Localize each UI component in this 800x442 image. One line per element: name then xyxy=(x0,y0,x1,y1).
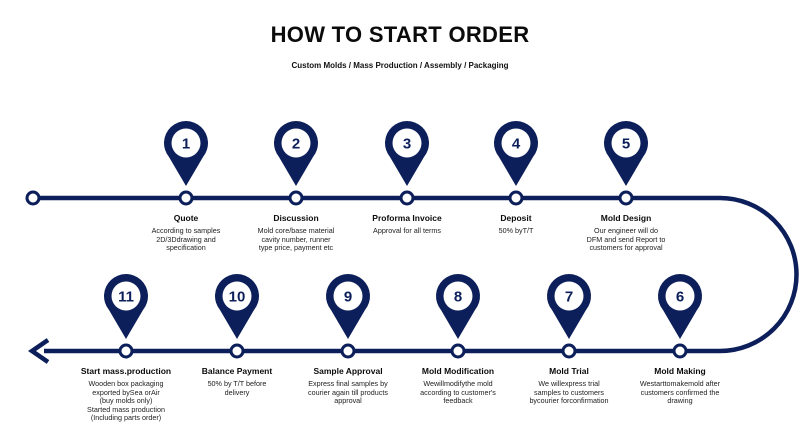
pin-inner-circle xyxy=(333,281,363,311)
step-10-description: 50% by T/T before delivery xyxy=(207,379,267,397)
timeline-arrow-head xyxy=(28,338,50,364)
step-3-marker: 3 xyxy=(385,121,429,206)
page-title: HOW TO START ORDER xyxy=(270,22,530,47)
step-node xyxy=(288,190,304,206)
pin-inner-circle xyxy=(222,281,252,311)
pin-inner-circle xyxy=(171,128,201,158)
step-5-marker: 5 xyxy=(604,121,649,206)
step-node xyxy=(672,343,688,359)
step-4-description: 50% byT/T xyxy=(498,226,534,235)
step-number: 5 xyxy=(622,136,630,153)
step-node xyxy=(178,190,194,206)
step-10-marker: 10 xyxy=(215,274,259,359)
step-3-title: Proforma Invoice xyxy=(372,213,442,223)
step-node xyxy=(618,190,634,206)
pin-inner-circle xyxy=(111,281,141,311)
step-node xyxy=(561,343,577,359)
step-7-title: Mold Trial xyxy=(549,366,589,376)
step-number: 11 xyxy=(118,289,134,306)
step-9-title: Sample Approval xyxy=(313,366,383,376)
step-9-description: Express final samples by courier again t… xyxy=(308,379,388,406)
step-6-title: Mold Making xyxy=(654,366,706,376)
step-2-title: Discussion xyxy=(273,213,319,223)
pin-inner-circle xyxy=(392,128,422,158)
pin-inner-circle xyxy=(281,128,311,158)
step-number: 2 xyxy=(292,136,300,153)
step-6-marker: 6 xyxy=(658,274,702,359)
step-number: 1 xyxy=(182,136,190,153)
step-node xyxy=(399,190,415,206)
step-node xyxy=(118,343,134,359)
step-number: 4 xyxy=(512,136,521,153)
step-1-marker: 1 xyxy=(164,121,208,206)
step-7-description: We willexpress trial samples to customer… xyxy=(529,379,609,406)
timeline-track-top xyxy=(39,195,799,354)
step-4-title: Deposit xyxy=(500,213,532,223)
step-node xyxy=(340,343,356,359)
step-10-title: Balance Payment xyxy=(201,366,273,376)
pin-inner-circle xyxy=(554,281,584,311)
step-2-description: Mold core/base material cavity number, r… xyxy=(257,226,335,253)
pin-inner-circle xyxy=(501,128,531,158)
timeline-start-node xyxy=(25,190,41,206)
step-number: 6 xyxy=(676,289,684,306)
step-7-marker: 7 xyxy=(547,274,591,359)
step-9-marker: 9 xyxy=(326,274,370,359)
step-number: 3 xyxy=(403,136,411,153)
pin-inner-circle xyxy=(443,281,473,311)
step-5-description: Our engineer will do DFM and send Report… xyxy=(586,226,666,253)
step-4-marker: 4 xyxy=(494,121,538,206)
step-6-description: Westarttomakemold after customers confir… xyxy=(639,379,721,406)
step-5-title: Mold Design xyxy=(600,213,652,223)
step-number: 9 xyxy=(344,289,352,306)
step-node xyxy=(229,343,245,359)
step-node xyxy=(508,190,524,206)
step-node xyxy=(450,343,466,359)
step-11-title: Start mass.production xyxy=(80,366,172,376)
step-8-title: Mold Modification xyxy=(421,366,495,376)
step-1-description: According to samples 2D/3Ddrawing and sp… xyxy=(151,226,221,253)
step-number: 8 xyxy=(454,289,462,306)
step-1-title: Quote xyxy=(173,213,199,223)
step-3-description: Approval for all terms xyxy=(373,226,441,235)
pin-inner-circle xyxy=(665,281,695,311)
step-11-marker: 11 xyxy=(104,274,148,359)
step-8-marker: 8 xyxy=(436,274,481,359)
step-number: 7 xyxy=(565,289,573,306)
step-number: 10 xyxy=(229,289,246,306)
pin-inner-circle xyxy=(611,128,641,158)
step-2-marker: 2 xyxy=(274,121,318,206)
page-subtitle: Custom Molds / Mass Production / Assembl… xyxy=(291,61,509,70)
step-8-description: Wewillmodifythe mold according to custom… xyxy=(420,379,496,406)
step-11-description: Wooden box packaging exported bySea orAi… xyxy=(87,379,165,423)
